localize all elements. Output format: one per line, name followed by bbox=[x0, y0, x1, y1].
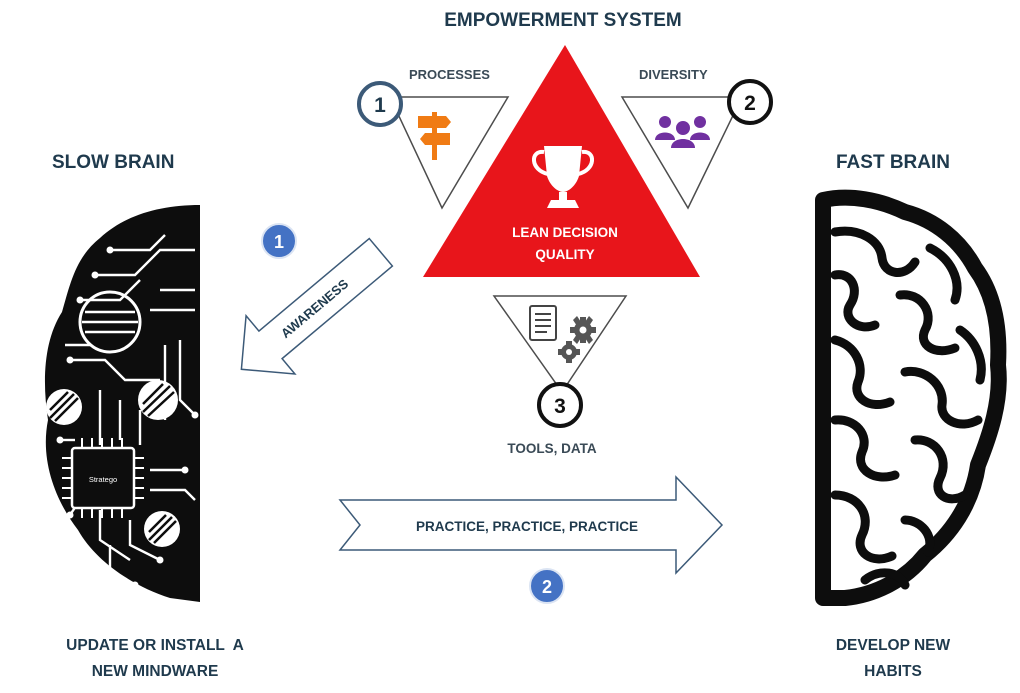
diversity-label: DIVERSITY bbox=[639, 67, 708, 82]
slow-brain-caption: UPDATE OR INSTALL A NEW MINDWARE bbox=[40, 633, 270, 685]
signpost-icon bbox=[418, 112, 451, 160]
slow-brain-heading: SLOW BRAIN bbox=[52, 152, 175, 173]
practice-number: 2 bbox=[542, 577, 552, 597]
awareness-number-badge bbox=[261, 223, 297, 259]
slow-brain-caption-line1: UPDATE OR INSTALL A bbox=[66, 637, 244, 654]
circuit-node-bottom bbox=[144, 511, 180, 547]
processes-label: PROCESSES bbox=[409, 67, 490, 82]
diversity-number: 2 bbox=[744, 92, 756, 115]
chip: Stratego bbox=[62, 438, 144, 518]
lean-decision-label: LEAN DECISION QUALITY bbox=[480, 222, 650, 266]
diversity-number-circle bbox=[727, 79, 773, 125]
slow-brain-circuit-image: Stratego bbox=[44, 205, 201, 602]
fast-brain-caption-line2: HABITS bbox=[864, 663, 922, 680]
practice-arrow bbox=[338, 475, 724, 575]
fast-brain-caption-line1: DEVELOP NEW bbox=[835, 637, 951, 654]
circuit-node-top bbox=[78, 290, 142, 354]
fast-brain-caption: DEVELOP NEW HABITS bbox=[808, 633, 978, 685]
tools-triangle bbox=[492, 295, 628, 394]
tools-number: 3 bbox=[554, 395, 566, 418]
diagram-title: EMPOWERMENT SYSTEM bbox=[444, 10, 682, 31]
trophy-icon bbox=[532, 146, 594, 208]
chip-label: Stratego bbox=[89, 475, 117, 484]
awareness-arrow: AWARENESS bbox=[240, 237, 394, 375]
practice-number-badge bbox=[529, 568, 565, 604]
fast-brain-heading: FAST BRAIN bbox=[836, 152, 950, 173]
processes-number: 1 bbox=[374, 94, 386, 117]
fast-brain-image bbox=[815, 189, 1007, 606]
diversity-triangle bbox=[620, 96, 744, 210]
practice-label: PRACTICE, PRACTICE, PRACTICE bbox=[416, 519, 638, 534]
tools-label: TOOLS, DATA bbox=[507, 441, 597, 456]
circuit-node-left bbox=[46, 389, 82, 425]
tools-gears-icon bbox=[529, 305, 596, 363]
slow-brain-caption-line2: NEW MINDWARE bbox=[91, 663, 219, 680]
lean-decision-line2: QUALITY bbox=[535, 247, 595, 262]
lean-decision-line1: LEAN DECISION bbox=[512, 225, 618, 240]
people-icon bbox=[655, 116, 710, 148]
awareness-number: 1 bbox=[274, 232, 284, 252]
circuit-node-mid bbox=[138, 380, 178, 420]
processes-number-circle bbox=[357, 81, 403, 127]
tools-number-circle bbox=[537, 382, 583, 428]
